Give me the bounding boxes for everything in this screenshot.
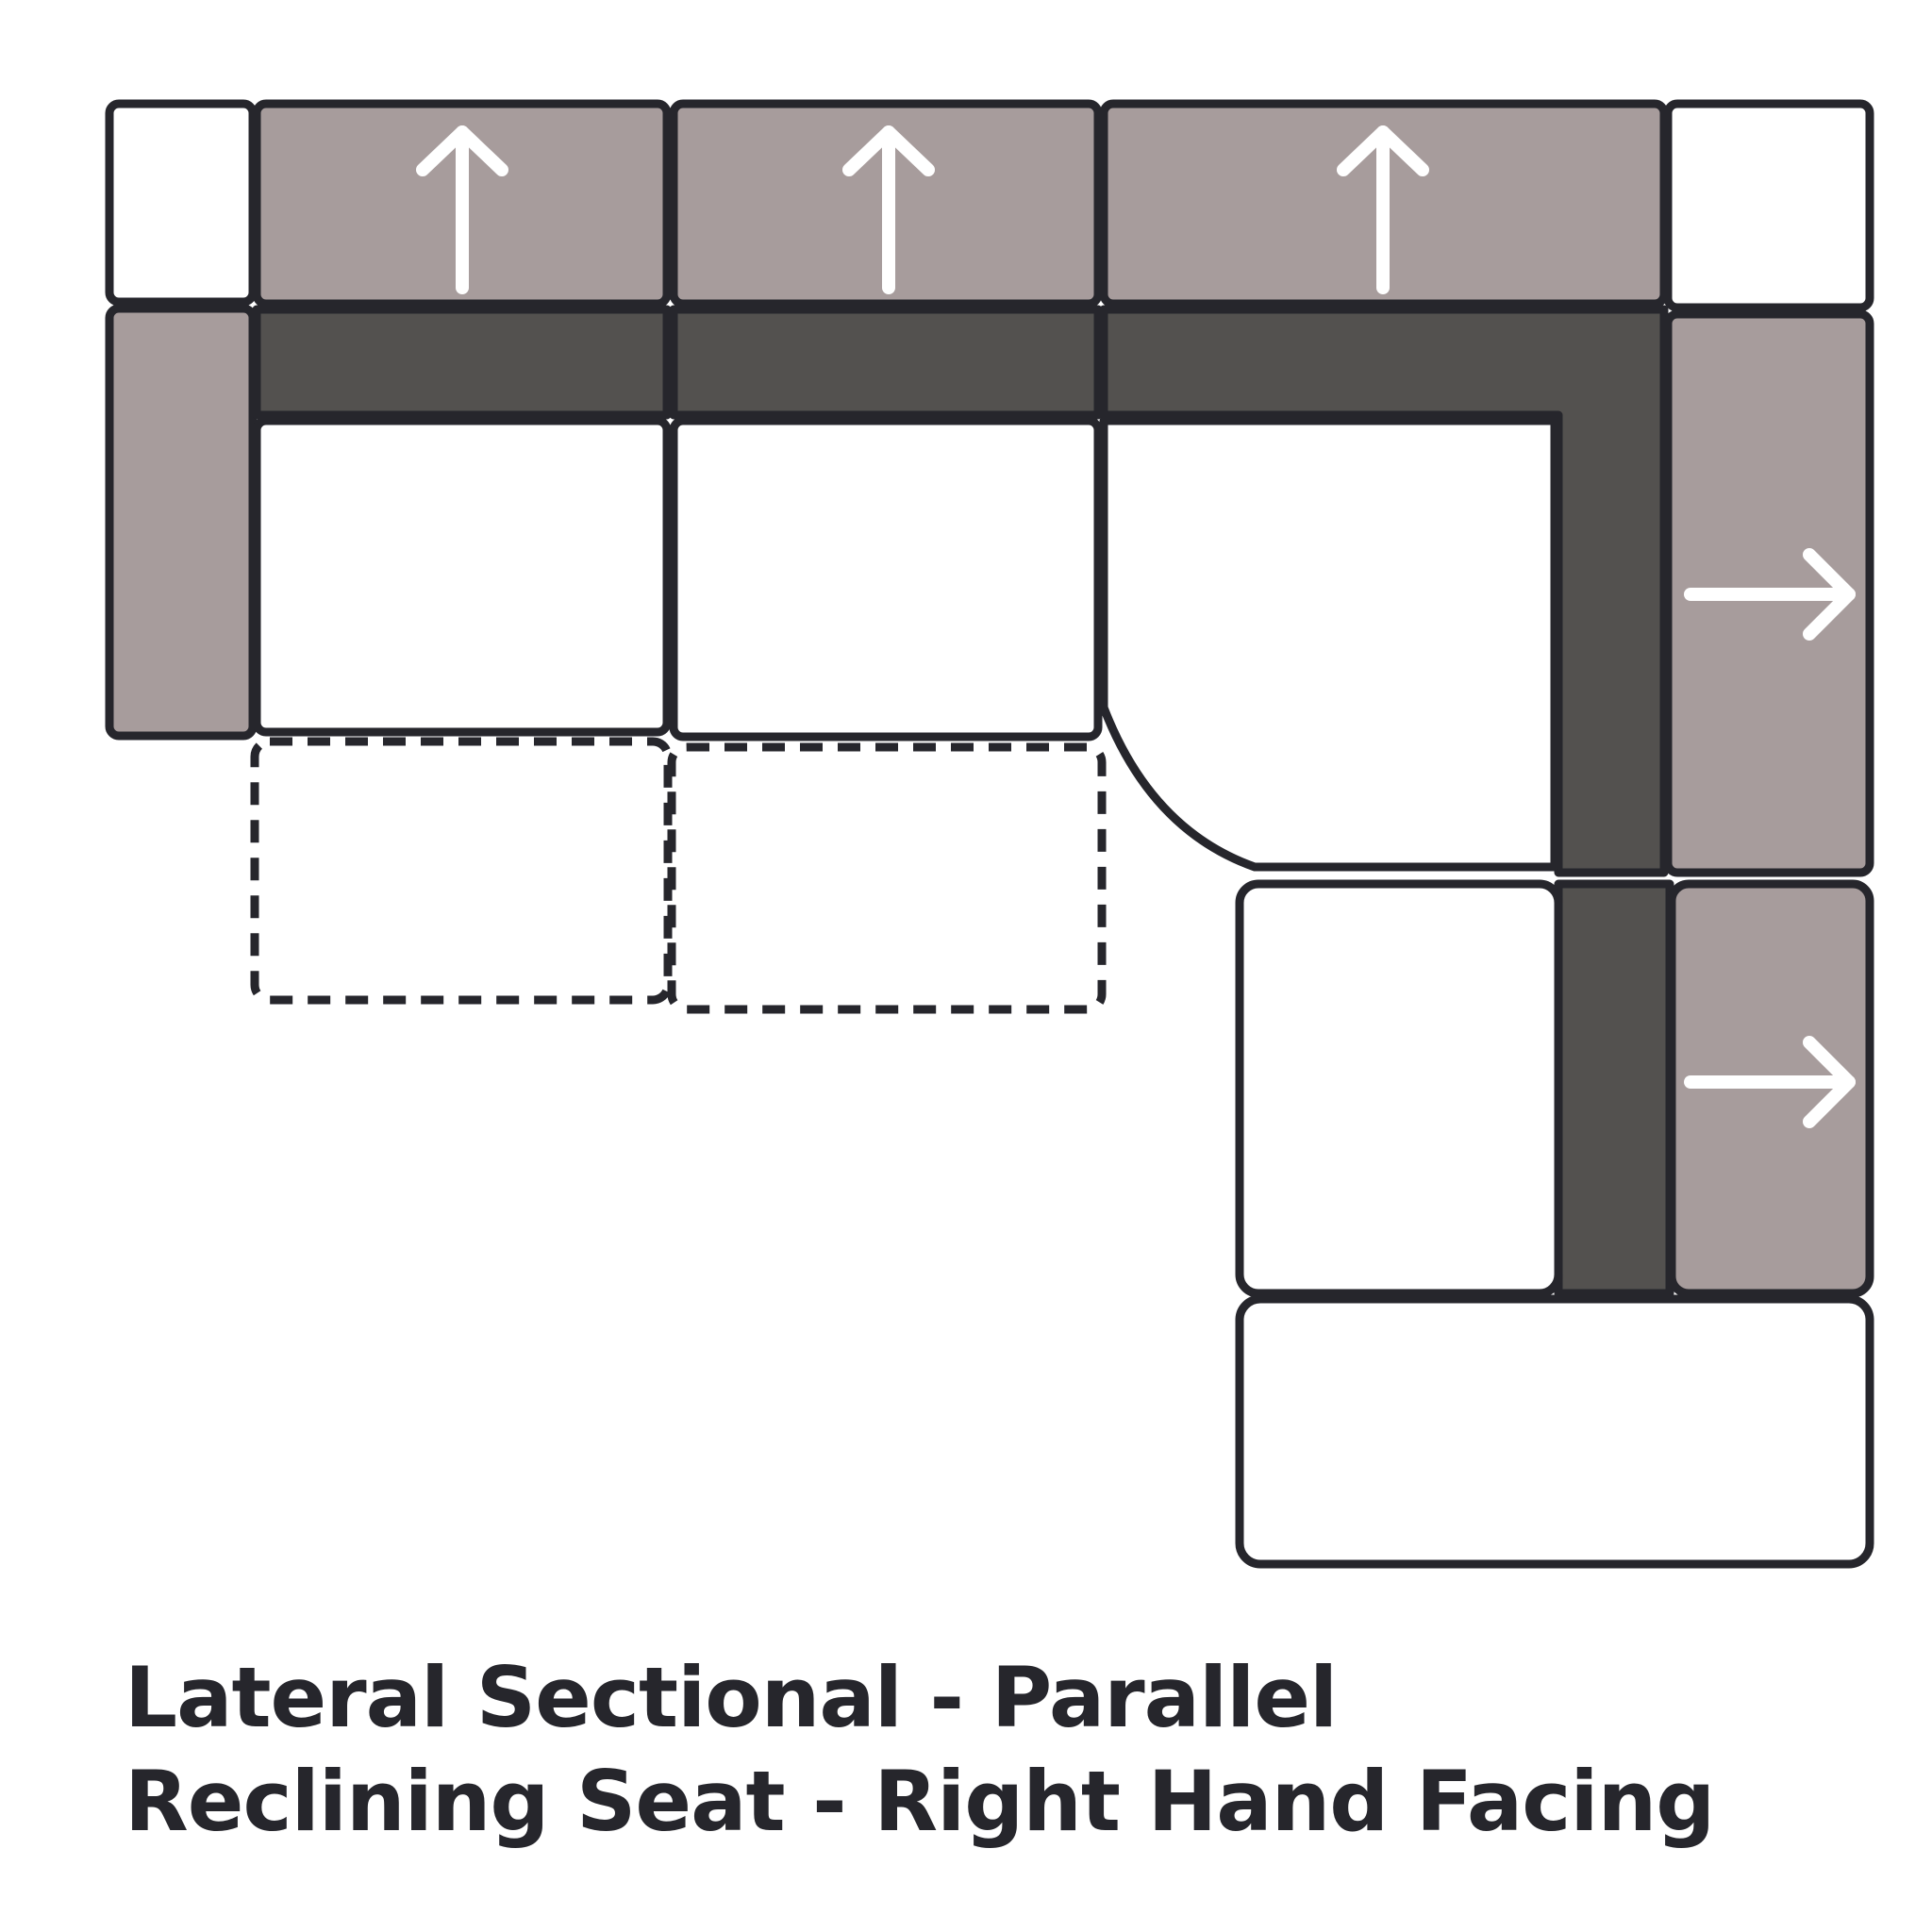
left-arm-top — [105, 99, 258, 307]
chaise-seat-cushion — [1235, 879, 1563, 1298]
arrow-up-icon — [1337, 125, 1429, 294]
left-arm-side — [105, 304, 258, 741]
chaise-back-rail — [1554, 879, 1674, 1298]
seat-1-back-rail — [252, 305, 672, 420]
arrow-right-icon — [1684, 548, 1856, 641]
arrow-up-icon — [416, 125, 508, 294]
caption-line-2: Reclining Seat - Right Hand Facing — [125, 1753, 1715, 1850]
chaise-footrest — [1235, 1294, 1874, 1569]
seat-2-back-rail — [669, 305, 1103, 420]
seat-2-recliner-footrest — [667, 742, 1107, 1014]
seat-2-cushion — [669, 416, 1103, 741]
seat-1-cushion — [252, 416, 672, 737]
seat-1-recliner-footrest — [250, 737, 673, 1005]
corner-back-rail — [1099, 305, 1669, 877]
arrow-right-icon — [1684, 1036, 1856, 1128]
corner-seat-cushion — [1099, 416, 1559, 872]
diagram-caption: Lateral Sectional - Parallel Reclining S… — [125, 1646, 1870, 1854]
arrow-up-icon — [842, 125, 935, 294]
caption-line-1: Lateral Sectional - Parallel — [125, 1649, 1338, 1746]
corner-arm-top — [1663, 99, 1874, 312]
